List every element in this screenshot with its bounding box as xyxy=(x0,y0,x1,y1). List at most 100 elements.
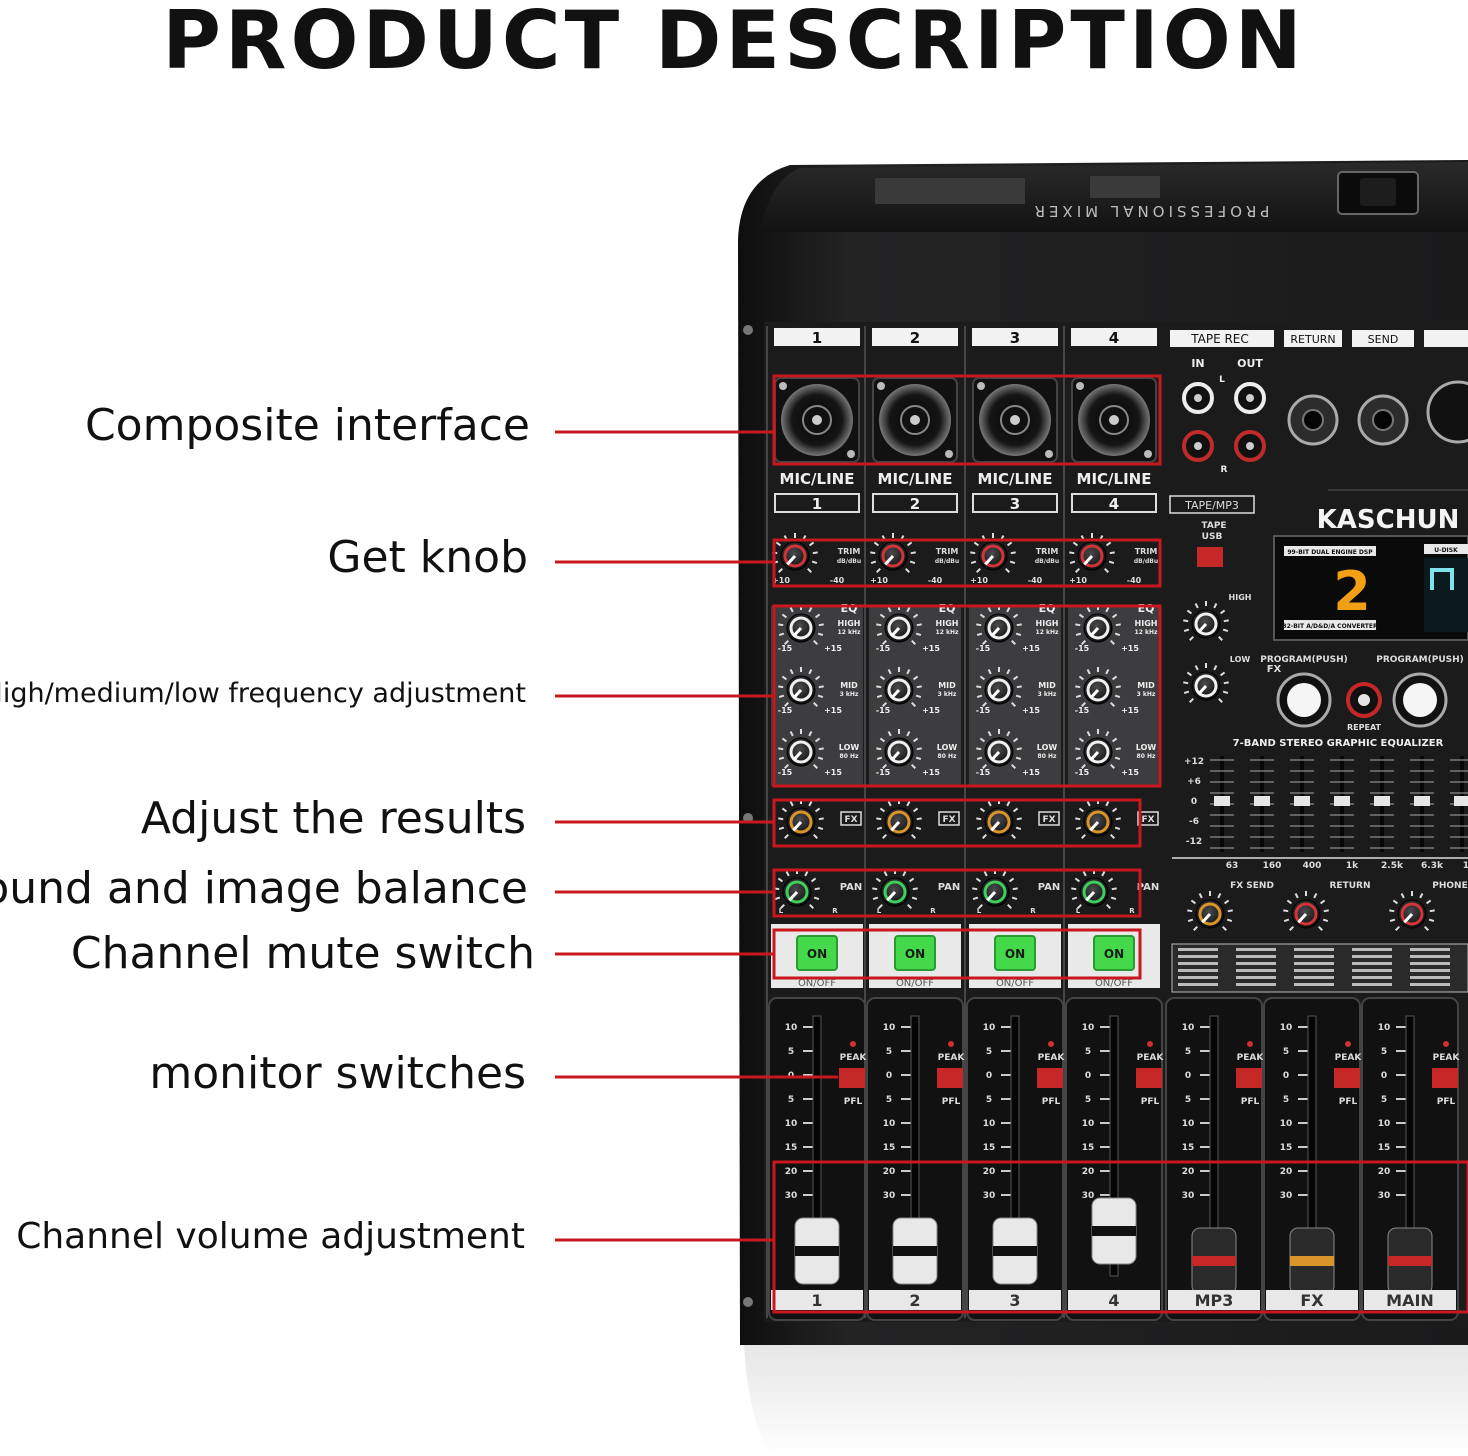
geq-slider-1k[interactable] xyxy=(1330,756,1354,852)
eq-max: +15 xyxy=(1121,768,1139,777)
pfl-button[interactable] xyxy=(1432,1068,1458,1088)
pfl-button[interactable] xyxy=(937,1068,963,1088)
trim-knob[interactable] xyxy=(870,533,916,573)
combo-jack[interactable] xyxy=(1071,377,1157,463)
geq-slider-160[interactable] xyxy=(1250,756,1274,852)
fx-return-knob[interactable] xyxy=(1283,891,1329,931)
eq-band-name: MID xyxy=(938,681,956,690)
fx-send-knob[interactable] xyxy=(876,799,922,839)
fx-send-knob[interactable] xyxy=(976,799,1022,839)
geq-slider-400[interactable] xyxy=(1290,756,1314,852)
peak-label: PEAK xyxy=(1038,1053,1066,1063)
fader-knob[interactable] xyxy=(1289,1227,1335,1295)
fx-low-knob[interactable] xyxy=(1183,663,1229,703)
eq-title: EQ xyxy=(841,602,858,615)
eq-high-knob[interactable] xyxy=(1075,605,1121,645)
eq-mid-knob[interactable] xyxy=(778,667,824,707)
trim-knob[interactable] xyxy=(1069,533,1115,573)
fader-scale-label: 10 xyxy=(883,1119,896,1129)
pan-knob[interactable] xyxy=(774,869,820,909)
trim-knob[interactable] xyxy=(772,533,818,573)
eq-high-knob[interactable] xyxy=(778,605,824,645)
fx-high-knob[interactable] xyxy=(1183,601,1229,641)
highlight-box xyxy=(772,374,1162,466)
fader-scale-label: 15 xyxy=(1182,1143,1195,1153)
peak-label: PEAK xyxy=(1335,1053,1363,1063)
eq-min: -15 xyxy=(876,768,891,777)
rca-jack[interactable] xyxy=(1182,382,1214,414)
eq-low-knob[interactable] xyxy=(1075,729,1121,769)
dsp-bottom-label: 32-BIT A/D&D/A CONVERTER xyxy=(1282,623,1378,630)
eq-low-knob[interactable] xyxy=(778,729,824,769)
eq-low-knob[interactable] xyxy=(976,729,1022,769)
peak-label: PEAK xyxy=(938,1053,966,1063)
combo-jack[interactable] xyxy=(972,377,1058,463)
fader-scale-label: 15 xyxy=(983,1143,996,1153)
pfl-button[interactable] xyxy=(1037,1068,1063,1088)
callout-frequency-adjustment: High/medium/low frequency adjustment xyxy=(0,678,526,709)
combo-jack[interactable] xyxy=(872,377,958,463)
geq-freq-label: 6.3k xyxy=(1421,861,1444,871)
pan-knob[interactable] xyxy=(1071,869,1117,909)
mute-switch[interactable]: ON xyxy=(1093,935,1135,971)
fader-knob[interactable] xyxy=(892,1217,938,1285)
trim-unit: dB/dBu xyxy=(1035,558,1059,565)
mute-switch[interactable]: ON xyxy=(994,935,1036,971)
tape-r-label: R xyxy=(1221,465,1228,475)
geq-slider-63[interactable] xyxy=(1210,756,1234,852)
quarter-inch-jack[interactable] xyxy=(1287,394,1339,446)
main-xlr-jack[interactable] xyxy=(1426,380,1468,444)
eq-title: EQ xyxy=(1039,602,1056,615)
eq-band-name: HIGH xyxy=(1036,619,1059,628)
eq-high-knob[interactable] xyxy=(876,605,922,645)
highlight-box xyxy=(772,604,1162,788)
trim-max: -40 xyxy=(1127,576,1142,585)
fx-send-master-knob[interactable] xyxy=(1187,891,1233,931)
pan-knob[interactable] xyxy=(872,869,918,909)
fader-knob[interactable] xyxy=(992,1217,1038,1285)
repeat-button[interactable] xyxy=(1346,682,1382,718)
program-knob[interactable] xyxy=(1276,672,1332,728)
fader-scale-label: 0 xyxy=(886,1071,892,1081)
eq-band-name: LOW xyxy=(1136,743,1157,752)
tape-usb-button[interactable] xyxy=(1197,547,1223,567)
eq-band-name: LOW xyxy=(839,743,860,752)
eq-min: -15 xyxy=(778,768,793,777)
eq-high-knob[interactable] xyxy=(976,605,1022,645)
eq-mid-knob[interactable] xyxy=(1075,667,1121,707)
pfl-button[interactable] xyxy=(1136,1068,1162,1088)
eq-mid-knob[interactable] xyxy=(976,667,1022,707)
fader-knob[interactable] xyxy=(1387,1227,1433,1295)
eq-low-knob[interactable] xyxy=(876,729,922,769)
rca-jack[interactable] xyxy=(1234,430,1266,462)
fader-scale-label: 10 xyxy=(1280,1023,1293,1033)
fader-scale-label: 10 xyxy=(1378,1119,1391,1129)
eq-band-freq: 12 kHz xyxy=(1036,629,1059,636)
eq-band-name: HIGH xyxy=(1135,619,1158,628)
fader-knob[interactable] xyxy=(1191,1227,1237,1295)
fx-send-knob[interactable] xyxy=(1075,799,1121,839)
pan-label: PAN xyxy=(1038,882,1061,893)
mute-switch[interactable]: ON xyxy=(796,935,838,971)
phones-knob[interactable] xyxy=(1389,891,1435,931)
eq-mid-knob[interactable] xyxy=(876,667,922,707)
combo-jack[interactable] xyxy=(774,377,860,463)
eq-min: -15 xyxy=(1075,706,1090,715)
pan-knob[interactable] xyxy=(972,869,1018,909)
eq-band-freq: 12 kHz xyxy=(838,629,861,636)
rca-jack[interactable] xyxy=(1182,430,1214,462)
trim-knob[interactable] xyxy=(970,533,1016,573)
fader-knob[interactable] xyxy=(1091,1197,1137,1265)
geq-slider-2.5k[interactable] xyxy=(1370,756,1394,852)
program-knob-2[interactable] xyxy=(1392,672,1448,728)
geq-slider-16k[interactable] xyxy=(1450,756,1468,852)
pfl-button[interactable] xyxy=(839,1068,865,1088)
mute-switch[interactable]: ON xyxy=(894,935,936,971)
geq-slider-6.3k[interactable] xyxy=(1410,756,1434,852)
quarter-inch-jack[interactable] xyxy=(1357,394,1409,446)
pfl-button[interactable] xyxy=(1334,1068,1360,1088)
pfl-button[interactable] xyxy=(1236,1068,1262,1088)
fader-knob[interactable] xyxy=(794,1217,840,1285)
eq-band-freq: 3 kHz xyxy=(1038,691,1057,698)
rca-jack[interactable] xyxy=(1234,382,1266,414)
